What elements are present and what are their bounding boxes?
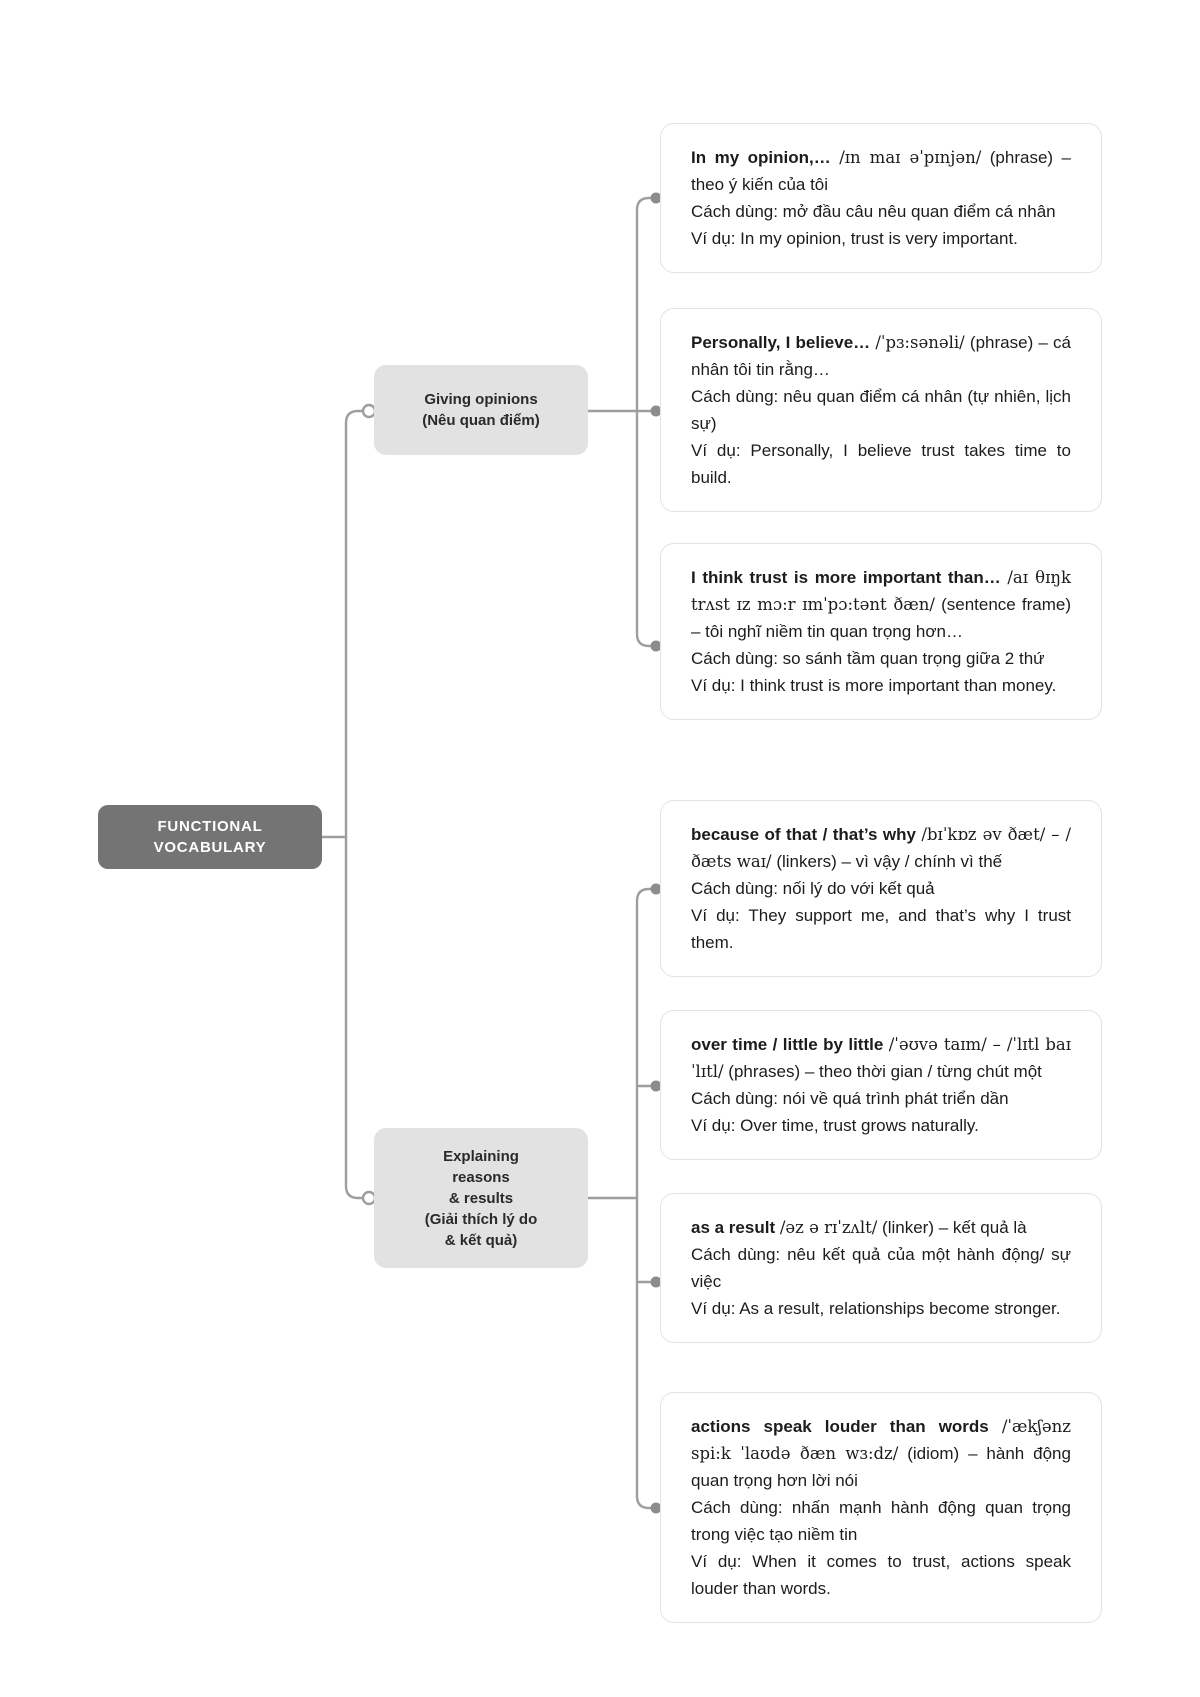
card-entry-line: as a result /əz ə rɪˈzʌlt/ (linker) – kế… — [691, 1214, 1071, 1241]
card-usage: Cách dùng: nhấn mạnh hành động quan trọn… — [691, 1498, 1071, 1544]
vocab-card-personally-i-believe: Personally, I believe… /ˈpɜ:sənəli/ (phr… — [660, 308, 1102, 512]
card-headword: because of that / that’s why — [691, 825, 916, 844]
card-entry-line: Personally, I believe… /ˈpɜ:sənəli/ (phr… — [691, 329, 1071, 383]
card-pos-meaning: (linkers) – vì vậy / chính vì thế — [776, 852, 1003, 871]
branch-node-explaining-reasons: Explaining reasons & results (Giải thích… — [374, 1128, 588, 1268]
root-title-line: FUNCTIONAL — [157, 818, 263, 835]
vocab-card-actions-speak-louder: actions speak louder than words /ˈækʃənz… — [660, 1392, 1102, 1623]
connector-dot — [650, 405, 662, 417]
branch-label-line: (Giải thích lý do — [424, 1210, 538, 1228]
branch2-trunk-up-line — [635, 887, 652, 1200]
card-example: Ví dụ: They support me, and that’s why I… — [691, 906, 1071, 952]
connector-dot — [650, 1080, 662, 1092]
card-example: Ví dụ: Personally, I believe trust takes… — [691, 441, 1071, 487]
card-headword: over time / little by little — [691, 1035, 884, 1054]
card-pos-meaning: (phrase) – cá nhân tôi tin rằng… — [691, 333, 1071, 379]
connector-dot — [650, 192, 662, 204]
card-example: Ví dụ: In my opinion, trust is very impo… — [691, 229, 1018, 248]
card-headword: as a result — [691, 1218, 776, 1237]
card-ipa: /əz ə rɪˈzʌlt/ — [779, 1218, 878, 1237]
card-entry-line: over time / little by little /ˈəʊvə taɪm… — [691, 1031, 1071, 1085]
card-ipa: /bɪˈkɒz əv ðæt/ – /ðæts waɪ/ — [691, 825, 1071, 871]
card-example: Ví dụ: I think trust is more important t… — [691, 676, 1057, 695]
card-pos-meaning: (linker) – kết quả là — [882, 1218, 1027, 1237]
connector-dots — [650, 192, 662, 1514]
connector-dot — [650, 640, 662, 652]
card-example: Ví dụ: As a result, relationships become… — [691, 1299, 1061, 1318]
card-headword: actions speak louder than words — [691, 1417, 989, 1436]
card-pos-meaning: (idiom) – hành động quan trọng hơn lời n… — [691, 1444, 1071, 1490]
branch2-trunk-down-line — [635, 1196, 652, 1510]
root-to-branch2-line — [344, 835, 364, 1200]
card-usage: Cách dùng: mở đầu câu nêu quan điểm cá n… — [691, 202, 1056, 221]
card-entry-line: I think trust is more important than… /a… — [691, 564, 1071, 645]
card-usage: Cách dùng: nối lý do với kết quả — [691, 879, 935, 898]
card-pos-meaning: (phrases) – theo thời gian / từng chút m… — [728, 1062, 1042, 1081]
vocab-card-as-a-result: as a result /əz ə rɪˈzʌlt/ (linker) – kế… — [660, 1193, 1102, 1343]
connector-dot — [650, 1276, 662, 1288]
card-usage: Cách dùng: nói về quá trình phát triển d… — [691, 1089, 1009, 1108]
branch-label-line: Explaining — [443, 1147, 519, 1165]
card-example: Ví dụ: Over time, trust grows naturally. — [691, 1116, 979, 1135]
card-ipa: /ˈpɜ:sənəli/ — [875, 333, 965, 352]
connector-dot — [650, 883, 662, 895]
card-pos-meaning: (sentence frame) – tôi nghĩ niềm tin qua… — [691, 595, 1071, 641]
vocab-card-in-my-opinion: In my opinion,… /ɪn maɪ əˈpɪnjən/ (phras… — [660, 123, 1102, 273]
branch1-trunk-up-line — [635, 196, 652, 413]
branch-label-line: & results — [448, 1189, 514, 1207]
card-ipa: /ɪn maɪ əˈpɪnjən/ — [839, 148, 982, 167]
card-headword: I think trust is more important than… — [691, 568, 1001, 587]
connector-dot — [650, 1502, 662, 1514]
branch1-trunk-down-line — [635, 409, 652, 648]
connector-lines — [320, 196, 652, 1510]
branch-label-line: Giving opinions — [424, 391, 538, 408]
card-usage: Cách dùng: so sánh tầm quan trọng giữa 2… — [691, 649, 1045, 668]
root-title-line: VOCABULARY — [153, 839, 267, 856]
root-to-branch1-line — [344, 409, 364, 839]
branch-label-line: & kết quả) — [444, 1231, 518, 1249]
branch-label-line: reasons — [452, 1168, 510, 1186]
vocab-card-because-of-that: because of that / that’s why /bɪˈkɒz əv … — [660, 800, 1102, 977]
branch-node-giving-opinions: Giving opinions (Nêu quan điểm) — [374, 365, 588, 455]
card-entry-line: because of that / that’s why /bɪˈkɒz əv … — [691, 821, 1071, 875]
card-ipa: /ˈækʃənz spi:k ˈlaʊdə ðæn wɜ:dz/ — [691, 1417, 1071, 1463]
root-node: FUNCTIONAL VOCABULARY — [98, 805, 322, 869]
card-entry-line: In my opinion,… /ɪn maɪ əˈpɪnjən/ (phras… — [691, 144, 1071, 198]
card-pos-meaning: (phrase) – theo ý kiến của tôi — [691, 148, 1071, 194]
card-headword: Personally, I believe… — [691, 333, 871, 352]
card-usage: Cách dùng: nêu kết quả của một hành động… — [691, 1245, 1071, 1291]
card-headword: In my opinion,… — [691, 148, 831, 167]
branch-label-line: (Nêu quan điểm) — [422, 412, 540, 429]
card-entry-line: actions speak louder than words /ˈækʃənz… — [691, 1413, 1071, 1494]
card-ipa: /aɪ θɪŋk trʌst ɪz mɔ:r ɪmˈpɔ:tənt ðæn/ — [691, 568, 1071, 614]
connector-rings — [361, 403, 377, 1206]
vocab-card-over-time: over time / little by little /ˈəʊvə taɪm… — [660, 1010, 1102, 1160]
card-usage: Cách dùng: nêu quan điểm cá nhân (tự nhi… — [691, 387, 1071, 433]
card-ipa: /ˈəʊvə taɪm/ – /ˈlɪtl baɪ ˈlɪtl/ — [691, 1035, 1072, 1081]
card-example: Ví dụ: When it comes to trust, actions s… — [691, 1552, 1071, 1598]
vocab-card-i-think-trust: I think trust is more important than… /a… — [660, 543, 1102, 720]
